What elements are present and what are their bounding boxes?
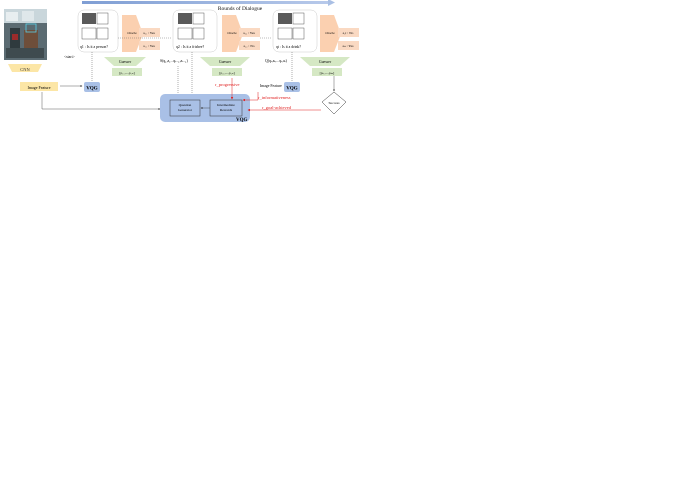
oracle-3 (320, 15, 341, 52)
prob-2 (212, 68, 242, 76)
round-3-question: qt : Is it a drink? (276, 45, 301, 49)
rounds-label: Rounds of Dialogue (218, 5, 263, 12)
image-feature-left (20, 82, 58, 91)
round-2-question: q2 : Is it a frisbee? (176, 45, 204, 49)
question-generator (169, 99, 201, 117)
image-feature-right: Image Feature (260, 84, 282, 88)
answer-2-q-text: a₂₂ : No (244, 44, 255, 48)
success-label: Success (328, 101, 340, 105)
oracle-1 (122, 15, 143, 52)
guesser-3-label: Guesser (319, 60, 332, 64)
reward-goal: r_goal-achieved (262, 105, 292, 110)
vqg-small-right-label: VQG (286, 87, 298, 92)
oracle-2 (222, 15, 243, 52)
answer-1-oracle (139, 28, 160, 37)
image-feature-left-label: Image Feature (28, 85, 51, 90)
prob-1 (112, 68, 142, 76)
intermediate-rewards-line1: Intermediate (217, 103, 235, 107)
history-mid: S(q₁,a₁...qₜ₋₁,aₜ₋₁) (160, 59, 188, 64)
rounds-arrow (82, 0, 335, 6)
round-1-question: q1 : Is it a person? (80, 45, 108, 49)
answer-2-oracle (239, 28, 260, 37)
oracle-1-label: Oracle (127, 31, 137, 35)
reward-progressive: r_progressive (215, 82, 240, 87)
success-diamond (321, 91, 347, 115)
history-right: Q(qₜ,aₜ,...qₜ,aₜ) (265, 59, 288, 64)
cnn-label: CNN (20, 67, 30, 72)
question-generator-line2: Generator (178, 108, 193, 112)
guesser-3 (300, 57, 350, 66)
question-generator-line1: Question (179, 103, 192, 107)
cnn-block (8, 64, 42, 72)
vqg-small-left-label: VQG (86, 87, 98, 92)
answer-3-q-text: aₜₜ : Yes (343, 44, 355, 48)
oracle-2-label: Oracle (227, 31, 237, 35)
answer-1-q (139, 41, 160, 50)
scene-photo (4, 9, 47, 60)
prob-3-text: [pₜ₁,...,pₜₙ] (320, 71, 335, 76)
round-1: q1 : Is it a person? Oracle a₀₁ : Yes a₁… (77, 9, 160, 53)
round-3: qt : Is it a drink? Oracle a₀t : No aₜₜ … (272, 9, 359, 53)
vqg-small-left (84, 82, 100, 92)
guesser-1-label: Guesser (119, 60, 132, 64)
answer-1-oracle-text: a₀₁ : Yes (143, 31, 155, 35)
history-start: <start> (64, 55, 75, 59)
oracle-3-label: Oracle (325, 31, 335, 35)
guesser-1 (104, 57, 146, 66)
answer-3-q (338, 41, 359, 50)
answer-2-oracle-text: a₀₂ : Yes (243, 31, 255, 35)
vqg-main-label: VQG (236, 118, 248, 123)
prob-3 (312, 68, 342, 76)
guesser-2 (200, 57, 250, 66)
round-2: q2 : Is it a frisbee? Oracle a₀₂ : Yes a… (172, 9, 260, 53)
reward-informativeness: r_informativeness (258, 95, 291, 100)
vqg-small-right (284, 82, 300, 92)
intermediate-rewards-line2: Rewards (220, 108, 233, 112)
prob-2-text: [p₂₁,...,p₂ₙ] (219, 71, 234, 76)
prob-1-text: [p₁₁,...,p₁ₙ] (119, 71, 134, 76)
answer-1-q-text: a₁₁ : Yes (143, 44, 155, 48)
answer-3-oracle (338, 28, 359, 37)
answer-2-q (239, 41, 260, 50)
guesser-2-label: Guesser (219, 60, 232, 64)
answer-3-oracle-text: a₀t : No (343, 31, 354, 35)
